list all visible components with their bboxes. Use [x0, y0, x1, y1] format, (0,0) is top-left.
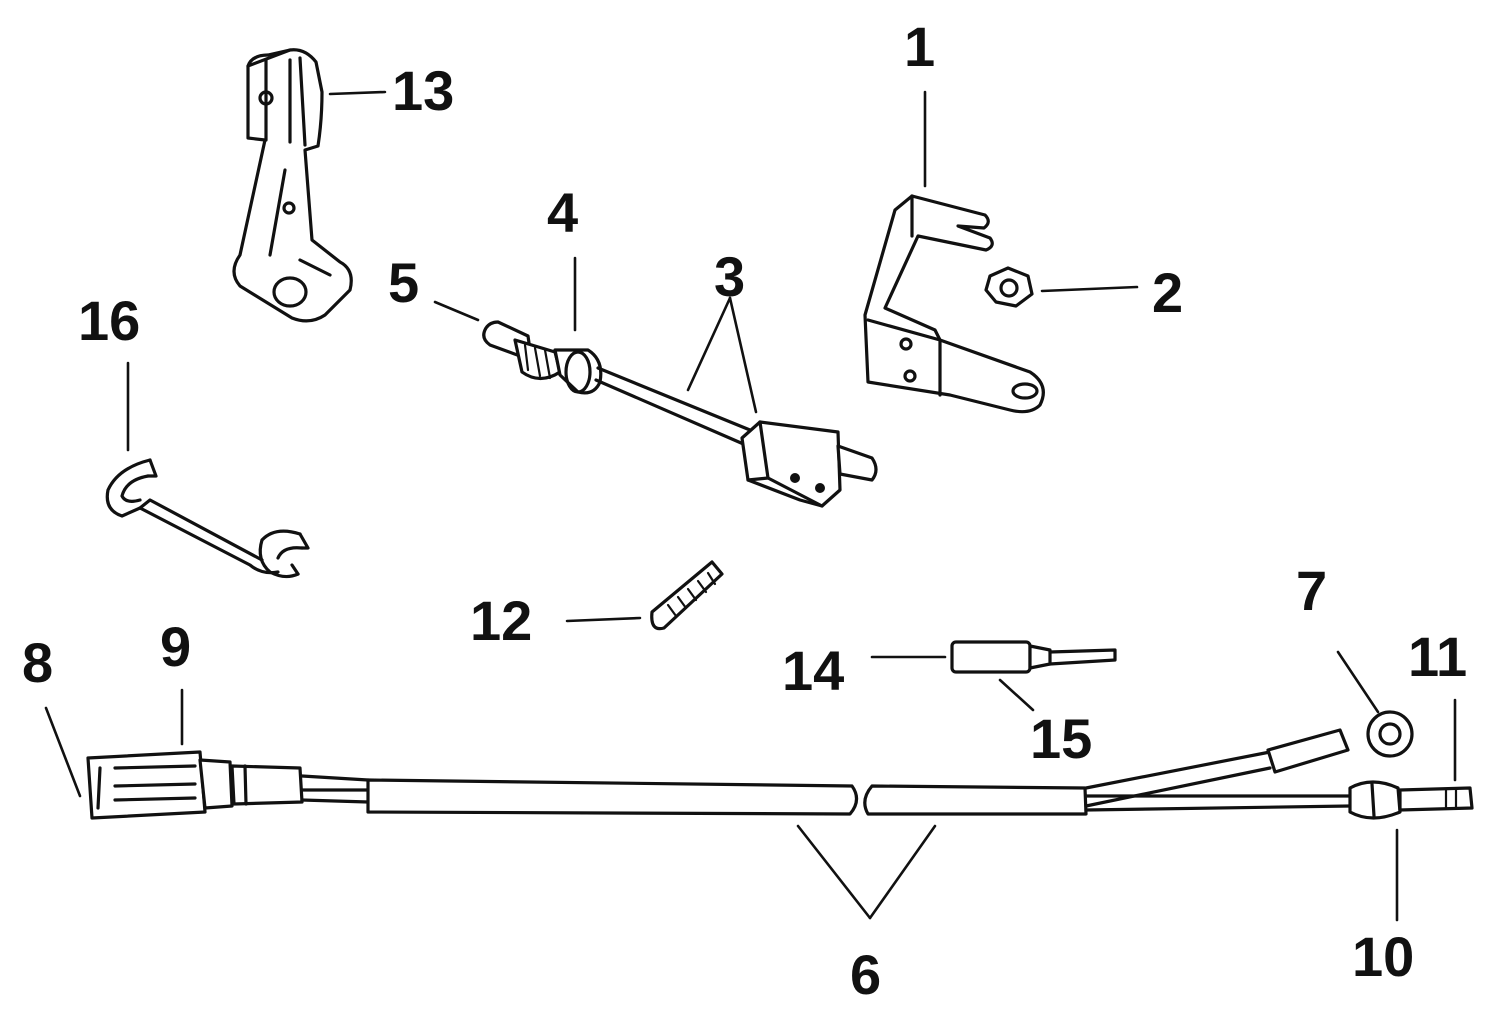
callout-2: 2 [1152, 261, 1183, 324]
leader-2 [1040, 285, 1139, 293]
callout-9: 9 [160, 615, 191, 678]
leader-7 [1336, 650, 1380, 714]
callout-10: 10 [1352, 925, 1414, 988]
callout-6: 6 [850, 943, 881, 1006]
callout-5: 5 [388, 251, 419, 314]
leader-lines [44, 90, 1457, 922]
part-6-wiring-harness [300, 750, 1352, 816]
callout-14: 14 [782, 639, 844, 702]
part-3-microswitch [740, 420, 878, 508]
callout-11: 11 [1408, 625, 1467, 688]
part-3-wire-leads [594, 366, 752, 448]
callout-13: 13 [392, 59, 454, 122]
leader-15 [998, 678, 1035, 712]
callout-12: 12 [470, 589, 532, 652]
part-12-screw [650, 560, 724, 631]
part-14-terminal [950, 640, 1117, 674]
callout-labels: 1 2 3 4 5 6 7 8 9 10 11 12 13 14 15 16 [22, 15, 1467, 1006]
part-11-pin-terminal [1398, 786, 1474, 812]
callout-3: 3 [714, 245, 745, 308]
part-13-lever-arm [232, 48, 353, 323]
part-16-wire-clip [105, 458, 310, 579]
callout-8: 8 [22, 631, 53, 694]
part-9-connector-body [86, 750, 304, 820]
leader-5 [433, 300, 480, 322]
leader-12 [565, 616, 642, 623]
part-7-ring-terminal [1266, 710, 1414, 774]
part-10-bullet-connector [1348, 780, 1402, 820]
part-2-hex-nut [984, 266, 1034, 308]
callout-15: 15 [1030, 707, 1092, 770]
leader-6b [868, 824, 937, 920]
leader-3b [728, 296, 758, 414]
part-1-bracket [863, 194, 1045, 414]
callout-16: 16 [78, 289, 140, 352]
leader-3a [686, 296, 732, 392]
leader-8 [44, 706, 82, 798]
leader-13 [328, 90, 387, 96]
part-4-grommet [553, 348, 603, 395]
part-5-plunger-boot [482, 320, 562, 381]
callout-4: 4 [547, 181, 578, 244]
leader-6a [796, 824, 872, 920]
callout-1: 1 [904, 15, 935, 78]
callout-7: 7 [1296, 559, 1327, 622]
